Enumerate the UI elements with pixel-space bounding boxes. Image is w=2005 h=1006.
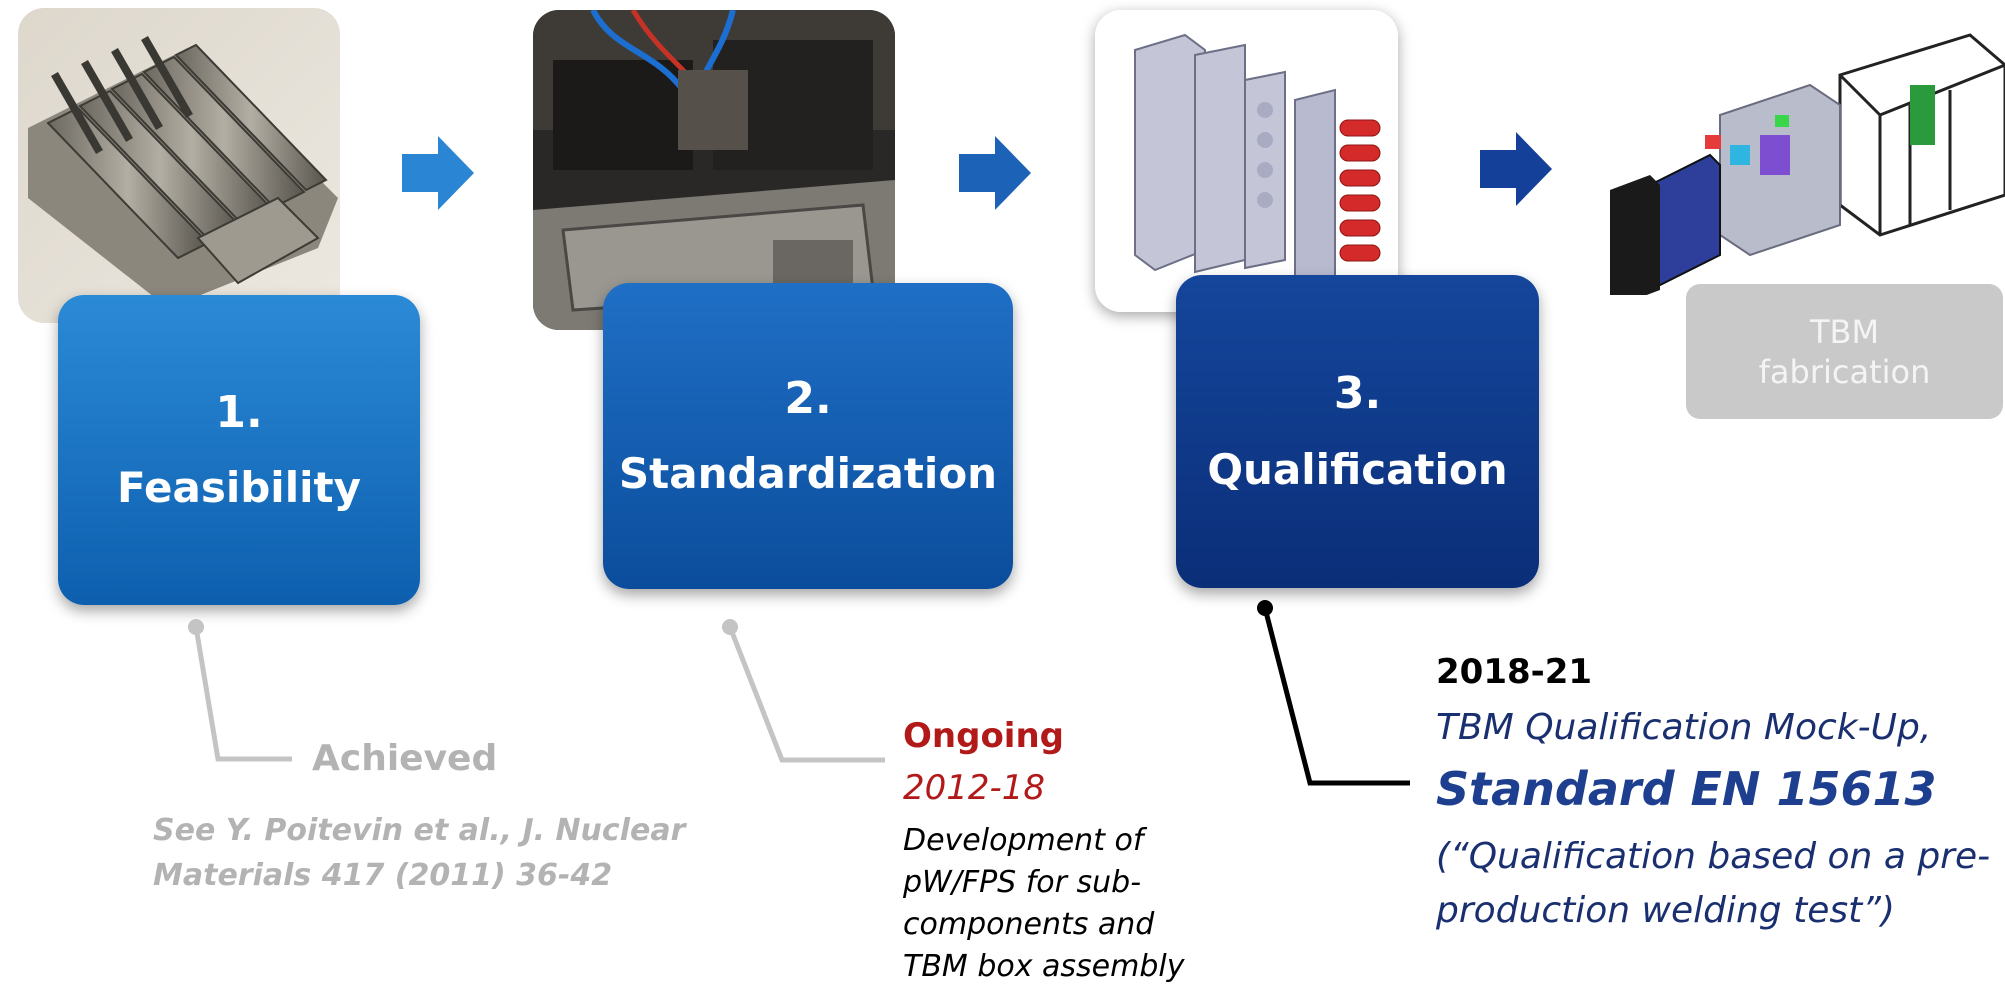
step-feasibility-box: 1. Feasibility [58, 295, 420, 605]
years-qualification: 2018-21 [1436, 652, 1593, 692]
photo-feasibility-plates [18, 8, 340, 323]
status-achieved: Achieved [312, 738, 498, 779]
description-line: TBM box assembly [903, 949, 1185, 984]
connector-dot [1257, 600, 1273, 616]
connector-dot [188, 619, 204, 635]
standard-label: Standard EN 15613 [1436, 762, 1937, 816]
step-qualification-box: 3. Qualification [1176, 275, 1539, 588]
connector-qualification [1262, 607, 1410, 786]
mockup-label: TBM Qualification Mock-Up, [1436, 707, 1932, 748]
step-title: Qualification [1207, 444, 1508, 494]
description-line: pW/FPS for sub- [903, 865, 1142, 900]
quote-line: production welding test”) [1436, 890, 1895, 931]
photo-qualification-cad [1095, 10, 1398, 312]
qualification-quote: (“Qualification based on a pre- producti… [1436, 830, 1990, 938]
description-line: components and [903, 907, 1155, 942]
tbm-line1: TBM [1809, 312, 1880, 351]
arrow-right-icon [1480, 132, 1552, 206]
years-ongoing: 2012-18 [903, 768, 1046, 808]
tbm-line2: fabrication [1758, 352, 1931, 391]
quote-line: (“Qualification based on a pre- [1436, 836, 1991, 877]
step-title: Standardization [618, 449, 998, 499]
reference-line: See Y. Poitevin et al., J. Nuclear [153, 813, 686, 848]
description-line: Development of [903, 823, 1144, 858]
step-number: 2. [784, 372, 832, 424]
step-title: Feasibility [117, 463, 361, 513]
connector-achieved [193, 626, 292, 762]
step2-description: Development of pW/FPS for sub- component… [903, 820, 1184, 988]
step-standardization-box: 2. Standardization [603, 283, 1013, 589]
connector-dot [722, 619, 738, 635]
reference-line: Materials 417 (2011) 36-42 [153, 858, 613, 893]
tbm-fabrication-box: TBM fabrication [1686, 284, 2003, 419]
photo-standardization-machine [533, 10, 895, 330]
reference-citation: See Y. Poitevin et al., J. Nuclear Mater… [153, 808, 685, 898]
arrow-right-icon [402, 136, 474, 210]
photo-tbm-assembly [1610, 25, 2005, 305]
status-ongoing: Ongoing [903, 716, 1065, 756]
arrow-right-icon [959, 136, 1031, 210]
step-number: 1. [215, 386, 263, 438]
connector-ongoing [727, 626, 885, 763]
step-number: 3. [1333, 368, 1382, 420]
